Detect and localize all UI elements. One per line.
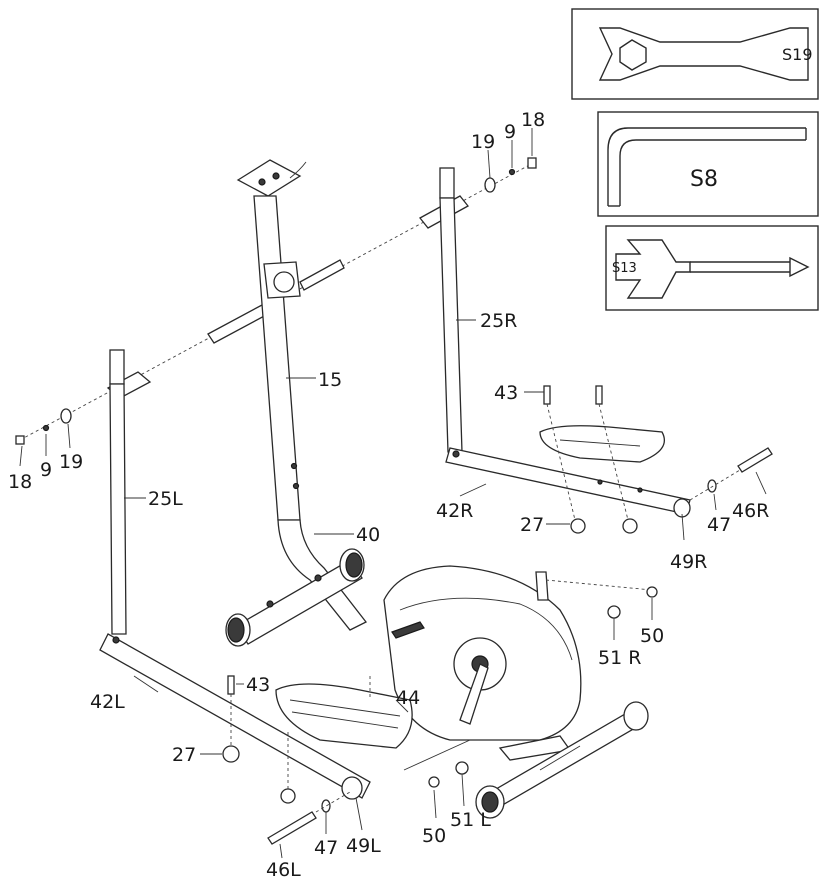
washer-9-top xyxy=(508,168,516,176)
label-43-left: 43 xyxy=(246,674,270,696)
handle-arm-25L xyxy=(99,349,371,800)
label-42R: 42R xyxy=(436,500,473,522)
label-50-left: 50 xyxy=(422,825,446,847)
washer-9-left xyxy=(42,424,50,432)
axle-right-shaft xyxy=(299,259,345,291)
label-9-top: 9 xyxy=(504,121,516,143)
label-9-left: 9 xyxy=(40,459,52,481)
washer-19-left xyxy=(60,408,72,424)
crank-hardware-right xyxy=(535,571,658,619)
bolt-46R xyxy=(689,447,773,501)
label-49L: 49L xyxy=(346,835,381,857)
main-upright-15 xyxy=(236,159,367,631)
bolt-18-top xyxy=(527,157,537,169)
label-46L: 46L xyxy=(266,859,301,881)
label-44: 44 xyxy=(396,687,420,709)
crank-arm xyxy=(459,663,489,725)
pedal-right xyxy=(539,385,666,534)
front-stabilizer-40 xyxy=(225,548,365,647)
label-49R: 49R xyxy=(670,551,707,573)
tool-spanner-s13: S13 xyxy=(605,225,819,311)
label-42L: 42L xyxy=(90,691,125,713)
label-18-left: 18 xyxy=(8,471,32,493)
console-bracket xyxy=(236,159,302,197)
label-27-left: 27 xyxy=(172,744,196,766)
label-40: 40 xyxy=(356,524,380,546)
spanner-label: S13 xyxy=(612,261,637,276)
label-47-left: 47 xyxy=(314,837,338,859)
part-labels: 19 9 18 25R 15 18 9 19 25L 43 42R 27 46R… xyxy=(8,109,769,881)
bolt-18-left xyxy=(15,435,25,445)
wrench-label: S19 xyxy=(782,45,813,64)
pedal-arm-42L xyxy=(99,633,371,799)
bolt-46L xyxy=(267,791,351,845)
label-43-right: 43 xyxy=(494,382,518,404)
label-19-top: 19 xyxy=(471,131,495,153)
axle-left-shaft xyxy=(207,304,269,344)
label-50-right: 50 xyxy=(640,625,664,647)
label-51R: 51 R xyxy=(598,647,641,669)
label-27-right: 27 xyxy=(520,514,544,536)
label-25L: 25L xyxy=(148,488,183,510)
flywheel-housing xyxy=(383,565,582,761)
label-19-left: 19 xyxy=(59,451,83,473)
crank-hardware-left xyxy=(403,739,471,788)
tool-allen-key-s8: S8 xyxy=(597,111,819,217)
label-47-right: 47 xyxy=(707,514,731,536)
label-51L: 51 L xyxy=(450,809,491,831)
handle-arm-25R xyxy=(439,167,691,518)
label-46R: 46R xyxy=(732,500,769,522)
label-25R: 25R xyxy=(480,310,517,332)
label-15: 15 xyxy=(318,369,342,391)
label-18-top: 18 xyxy=(521,109,545,131)
leader-lines xyxy=(19,128,767,859)
tool-wrench-s19: S19 xyxy=(571,8,819,100)
allen-key-label: S8 xyxy=(690,167,718,192)
rear-stabilizer xyxy=(475,701,649,819)
washer-19-top xyxy=(484,177,496,193)
pedal-left xyxy=(222,675,413,804)
pedal-arm-42R xyxy=(445,447,691,515)
